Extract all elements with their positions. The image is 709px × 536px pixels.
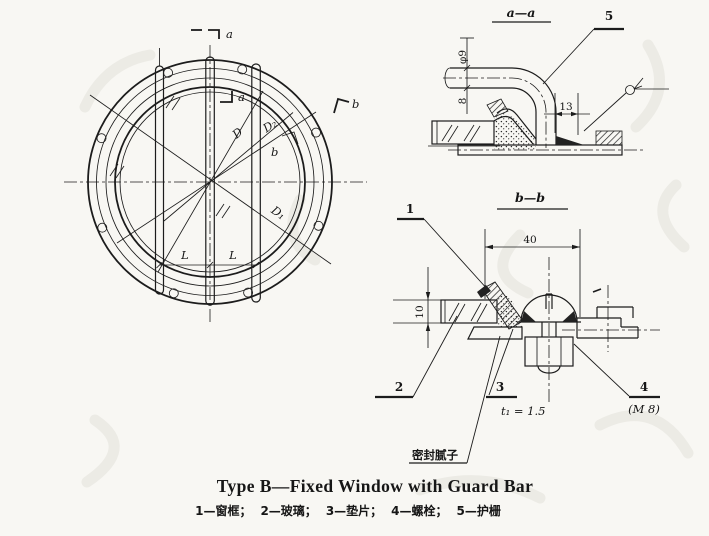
callout-4-number: 4 xyxy=(640,380,648,394)
retainer-hatched xyxy=(595,130,623,146)
label-marker-a-top: a xyxy=(226,27,233,41)
glass-pane-bb xyxy=(440,299,498,324)
bolt-hole xyxy=(243,287,254,298)
bolt-holes xyxy=(96,64,324,299)
section-marker-b-bracket xyxy=(333,97,350,114)
callout-1: 1 xyxy=(397,202,490,292)
bolt-hole xyxy=(96,133,107,144)
putty-callout: 密封腻子 xyxy=(409,335,501,464)
thickness-tick xyxy=(592,288,602,293)
dim-10: 10 xyxy=(393,267,441,348)
label-marker-b-inner: b xyxy=(271,145,278,159)
guard-bar-tube-outer xyxy=(450,67,557,145)
figure-title: Type B—Fixed Window with Guard Bar xyxy=(217,476,534,496)
flat-bar-end xyxy=(562,285,660,352)
label-marker-a-inner: a xyxy=(238,90,245,104)
weld-symbol xyxy=(583,77,669,132)
bolt-hole xyxy=(168,288,179,299)
callout-2: 2 xyxy=(375,315,458,399)
legend-item-5: 5—护栅 xyxy=(457,503,501,518)
figure-legend: 1—窗框； 2—玻璃； 3—垫片； 4—螺栓； 5—护栅 xyxy=(195,503,501,518)
legend-item-4: 4—螺栓； xyxy=(391,503,447,518)
gasket-thickness-note: t₁ = 1.5 xyxy=(501,404,545,418)
section-bb-title: b—b xyxy=(515,190,545,205)
label-D2: D₂ xyxy=(259,116,279,136)
weld-bead xyxy=(556,136,584,145)
legend-item-3: 3—垫片； xyxy=(326,503,382,518)
bolt-hole xyxy=(313,220,324,231)
section-aa-title: a—a xyxy=(507,5,536,20)
section-marker-a-bracket xyxy=(208,29,220,39)
label-L-right: L xyxy=(228,248,237,262)
guard-bar-middle xyxy=(205,56,215,306)
section-bb: b—b 1 40 10 xyxy=(375,190,660,464)
callout-4-thread-size: (M 8) xyxy=(628,402,660,416)
dim-L xyxy=(156,261,260,269)
glass-pane-aa xyxy=(428,120,500,147)
clip-hook-tab xyxy=(477,285,491,298)
label-40: 40 xyxy=(523,234,536,246)
callout-5: 5 xyxy=(542,9,624,85)
label-10: 10 xyxy=(414,305,426,318)
callout-2-number: 2 xyxy=(395,380,403,394)
callout-1-number: 1 xyxy=(406,202,414,216)
diameter-line-D1 xyxy=(89,94,332,265)
guard-bar-right xyxy=(251,63,261,303)
label-8: 8 xyxy=(457,98,469,105)
label-L-left: L xyxy=(180,248,189,262)
clip-section-hatched xyxy=(486,98,509,118)
dim-13: 13 xyxy=(544,93,590,135)
guard-bar-tube-centerline xyxy=(443,77,547,148)
dim-phi9: φ9 8 xyxy=(457,37,474,114)
section-aa: a—a φ9 8 5 13 xyxy=(428,5,669,156)
diameter-line-D2 xyxy=(163,112,294,222)
clip-band-inner xyxy=(493,115,534,145)
section-cut-line-b xyxy=(116,111,317,244)
callout-4: 4 (M 8) xyxy=(573,343,660,416)
bolt-hole xyxy=(311,127,321,138)
bolt-hole xyxy=(237,64,248,75)
label-13: 13 xyxy=(559,101,572,113)
label-D1: D₁ xyxy=(268,202,288,222)
label-D: D xyxy=(229,125,246,142)
caption: Type B—Fixed Window with Guard Bar 1—窗框；… xyxy=(195,476,533,518)
frame-lip-bb xyxy=(467,326,523,340)
label-marker-b-outer: b xyxy=(352,97,359,111)
label-phi9: φ9 xyxy=(457,50,469,64)
section-marker-a-inner-bracket xyxy=(220,91,233,103)
screw-and-nut xyxy=(517,257,581,402)
guard-bar-left xyxy=(154,65,165,295)
legend-item-2: 2—玻璃； xyxy=(260,503,316,518)
hex-nut xyxy=(524,336,574,367)
glass-hatch-marks xyxy=(109,95,231,219)
right-angle-mark-b xyxy=(281,131,299,145)
front-view: a a b b D D₂ D₁ L L xyxy=(64,27,367,323)
paper-watermark xyxy=(79,39,694,504)
bolt-hole xyxy=(163,67,174,78)
callout-5-number: 5 xyxy=(605,9,613,23)
guard-bar-tube-inner xyxy=(450,87,537,145)
legend-item-1: 1—窗框； xyxy=(195,503,251,518)
putty-label: 密封腻子 xyxy=(411,448,458,462)
callout-3: 3 xyxy=(486,328,517,399)
callout-3-number: 3 xyxy=(496,380,504,394)
bolt-hole xyxy=(97,222,108,233)
putty-aa xyxy=(494,112,536,150)
